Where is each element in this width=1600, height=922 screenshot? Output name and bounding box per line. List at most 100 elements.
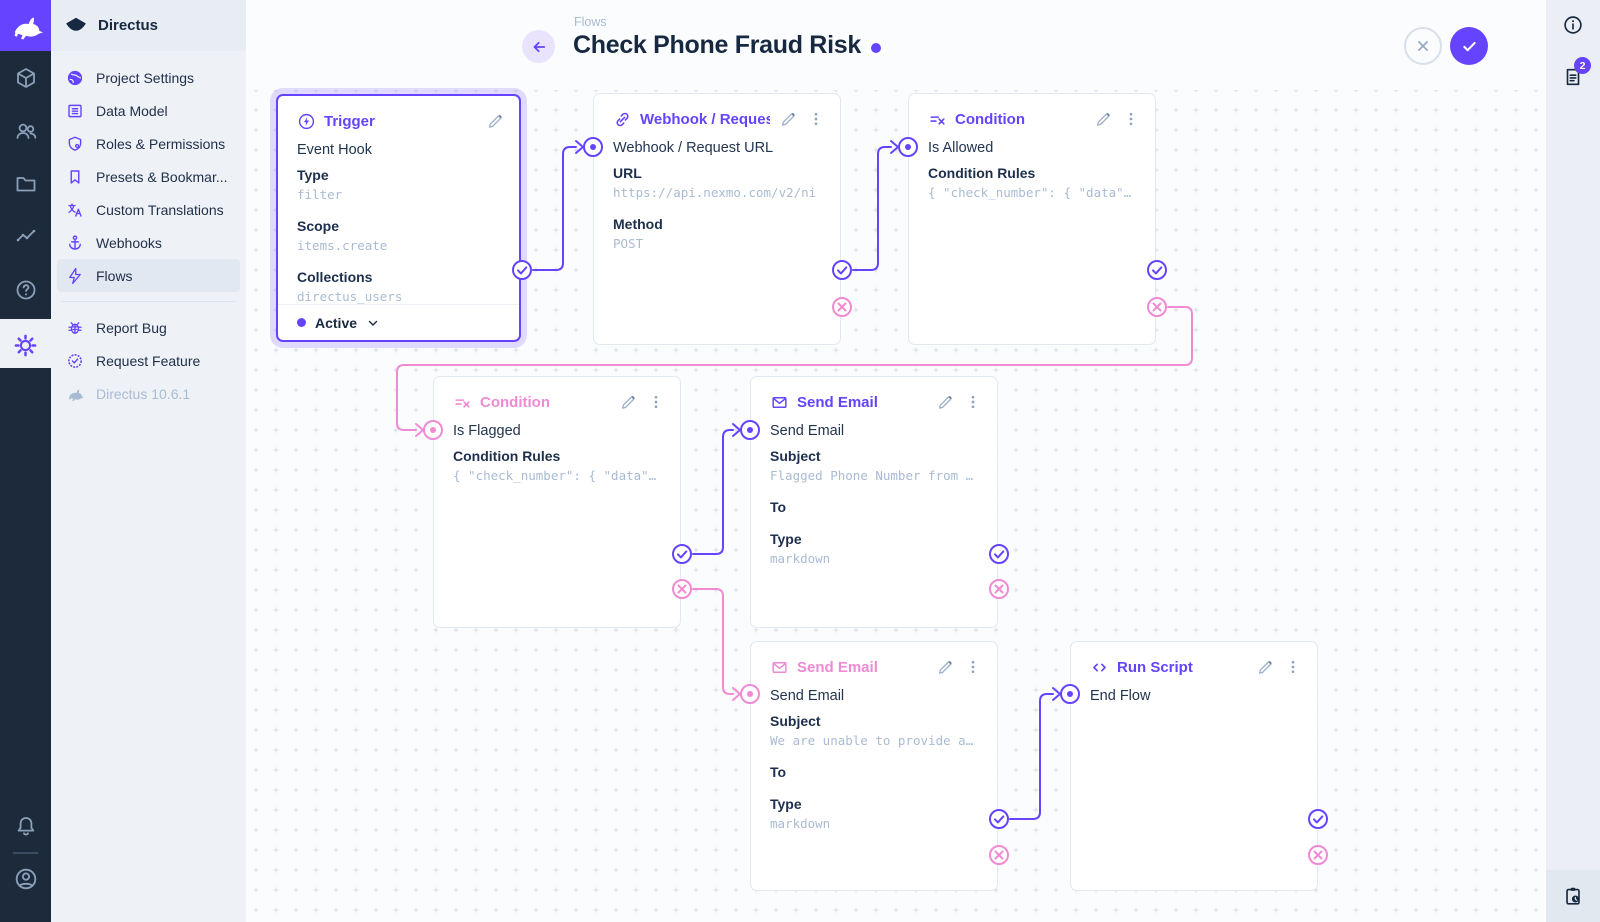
sidebar-item-data-model[interactable]: Data Model xyxy=(51,94,246,127)
sidebar-item-report-bug[interactable]: Report Bug xyxy=(51,311,246,344)
edge-condition-flagged-resolve-to-email xyxy=(692,423,741,555)
module-bar-divider xyxy=(13,852,38,854)
flow-canvas: Flows Check Phone Fraud Risk Trigger xyxy=(246,0,1546,922)
field-label: Condition Rules xyxy=(453,448,561,464)
connector-reject-email-flagged[interactable] xyxy=(989,579,1009,599)
field-value: items.create xyxy=(297,238,388,253)
node-title: Condition xyxy=(955,110,1025,128)
clipboard-clock-icon xyxy=(1566,887,1580,905)
arrow-left-icon xyxy=(533,41,545,52)
node-webhook[interactable]: Webhook / Request URL Webhook / Request … xyxy=(593,93,841,345)
connector-input-email-unable[interactable] xyxy=(740,684,760,704)
node-send-email-flagged[interactable]: Send Email Send Email Subject Flagged Ph… xyxy=(750,376,998,628)
docs-module-icon[interactable] xyxy=(0,276,51,304)
info-sidebar-button[interactable] xyxy=(1546,3,1600,47)
field-label: Subject xyxy=(770,713,821,729)
sidebar-item-webhooks[interactable]: Webhooks xyxy=(51,226,246,259)
rabbit-icon xyxy=(66,385,84,403)
project-switcher[interactable]: Directus xyxy=(51,0,246,51)
check-icon xyxy=(1462,41,1476,51)
connector-input-condition-allowed[interactable] xyxy=(898,137,918,157)
node-name: Is Flagged xyxy=(453,423,521,439)
node-condition-allowed[interactable]: Condition Is Allowed Condition Rules { "… xyxy=(908,93,1156,345)
sidebar-item-label: Roles & Permissions xyxy=(96,135,226,152)
cancel-button[interactable] xyxy=(1404,27,1442,65)
edit-pencil-icon[interactable] xyxy=(1093,109,1113,129)
connector-reject-condition-flagged[interactable] xyxy=(672,579,692,599)
kebab-menu-icon[interactable] xyxy=(646,392,666,412)
connector-resolve-email-flagged[interactable] xyxy=(989,544,1009,564)
connector-reject-email-unable[interactable] xyxy=(989,845,1009,865)
logs-count-badge: 2 xyxy=(1574,57,1591,74)
connector-resolve-email-unable[interactable] xyxy=(989,809,1009,829)
connector-resolve-trigger[interactable] xyxy=(512,260,532,280)
project-logo-icon xyxy=(66,17,86,31)
node-title: Condition xyxy=(480,393,550,411)
bolt-icon xyxy=(66,267,84,285)
edit-pencil-icon[interactable] xyxy=(935,392,955,412)
edit-pencil-icon[interactable] xyxy=(618,392,638,412)
module-bar xyxy=(0,0,51,922)
kebab-menu-icon[interactable] xyxy=(1283,657,1303,677)
breadcrumb[interactable]: Flows xyxy=(574,15,607,29)
connector-input-run-script[interactable] xyxy=(1060,684,1080,704)
node-trigger[interactable]: Trigger Event Hook Type filter Scope ite… xyxy=(276,94,521,342)
connector-resolve-run-script[interactable] xyxy=(1308,809,1328,829)
connector-input-email-flagged[interactable] xyxy=(740,420,760,440)
field-label: Subject xyxy=(770,448,821,464)
notifications-bell-icon[interactable] xyxy=(0,812,51,840)
save-button[interactable] xyxy=(1450,27,1488,65)
node-send-email-unable[interactable]: Send Email Send Email Subject We are una… xyxy=(750,641,998,891)
kebab-menu-icon[interactable] xyxy=(963,392,983,412)
sidebar-item-flows[interactable]: Flows xyxy=(57,259,240,292)
edit-pencil-icon[interactable] xyxy=(1255,657,1275,677)
field-label: To xyxy=(770,764,787,780)
sidebar-item-request-feature[interactable]: Request Feature xyxy=(51,344,246,377)
edit-pencil-icon[interactable] xyxy=(778,109,798,129)
edge-condition-flagged-reject-to-email xyxy=(692,588,741,701)
connector-input-webhook[interactable] xyxy=(583,137,603,157)
kebab-menu-icon[interactable] xyxy=(963,657,983,677)
node-run-script[interactable]: Run Script End Flow xyxy=(1070,641,1318,891)
insights-module-icon[interactable] xyxy=(0,223,51,251)
users-module-icon[interactable] xyxy=(0,117,51,145)
files-module-icon[interactable] xyxy=(0,170,51,198)
sidebar-item-presets-bookmarks[interactable]: Presets & Bookmar... xyxy=(51,160,246,193)
chevron-down-icon xyxy=(368,320,378,326)
connector-reject-condition-allowed[interactable] xyxy=(1147,297,1167,317)
field-value: https://api.nexmo.com/v2/ni xyxy=(613,185,817,200)
connector-resolve-condition-allowed[interactable] xyxy=(1147,260,1167,280)
sidebar-item-project-settings[interactable]: Project Settings xyxy=(51,61,246,94)
connector-resolve-condition-flagged[interactable] xyxy=(672,544,692,564)
email-icon xyxy=(770,393,789,412)
node-condition-flagged[interactable]: Condition Is Flagged Condition Rules { "… xyxy=(433,376,681,628)
kebab-menu-icon[interactable] xyxy=(806,109,826,129)
edit-pencil-icon[interactable] xyxy=(485,111,505,131)
directus-logo[interactable] xyxy=(0,0,51,51)
connector-resolve-webhook[interactable] xyxy=(832,260,852,280)
sidebar-item-custom-translations[interactable]: Custom Translations xyxy=(51,193,246,226)
back-button[interactable] xyxy=(522,30,555,63)
sidebar-item-roles-permissions[interactable]: Roles & Permissions xyxy=(51,127,246,160)
trigger-status-toggle[interactable]: Active xyxy=(278,304,519,340)
field-value: Flagged Phone Number from … xyxy=(770,468,974,483)
revisions-button[interactable] xyxy=(1546,870,1600,922)
edit-pencil-icon[interactable] xyxy=(935,657,955,677)
content-module-icon[interactable] xyxy=(0,64,51,92)
status-dot xyxy=(297,318,306,327)
connector-reject-webhook[interactable] xyxy=(832,297,852,317)
node-title: Run Script xyxy=(1117,658,1193,676)
logs-sidebar-button[interactable]: 2 xyxy=(1546,55,1600,99)
field-label: Type xyxy=(297,167,329,183)
connector-input-condition-flagged[interactable] xyxy=(423,420,443,440)
connector-reject-run-script[interactable] xyxy=(1308,845,1328,865)
bookmark-icon xyxy=(66,168,84,186)
settings-module-icon[interactable] xyxy=(0,331,51,359)
page-title: Check Phone Fraud Risk xyxy=(573,31,881,60)
node-name: End Flow xyxy=(1090,688,1151,704)
user-avatar-icon[interactable] xyxy=(0,865,51,893)
node-title: Send Email xyxy=(797,658,878,676)
sidebar-item-label: Presets & Bookmar... xyxy=(96,168,228,185)
project-name: Directus xyxy=(98,17,159,34)
kebab-menu-icon[interactable] xyxy=(1121,109,1141,129)
